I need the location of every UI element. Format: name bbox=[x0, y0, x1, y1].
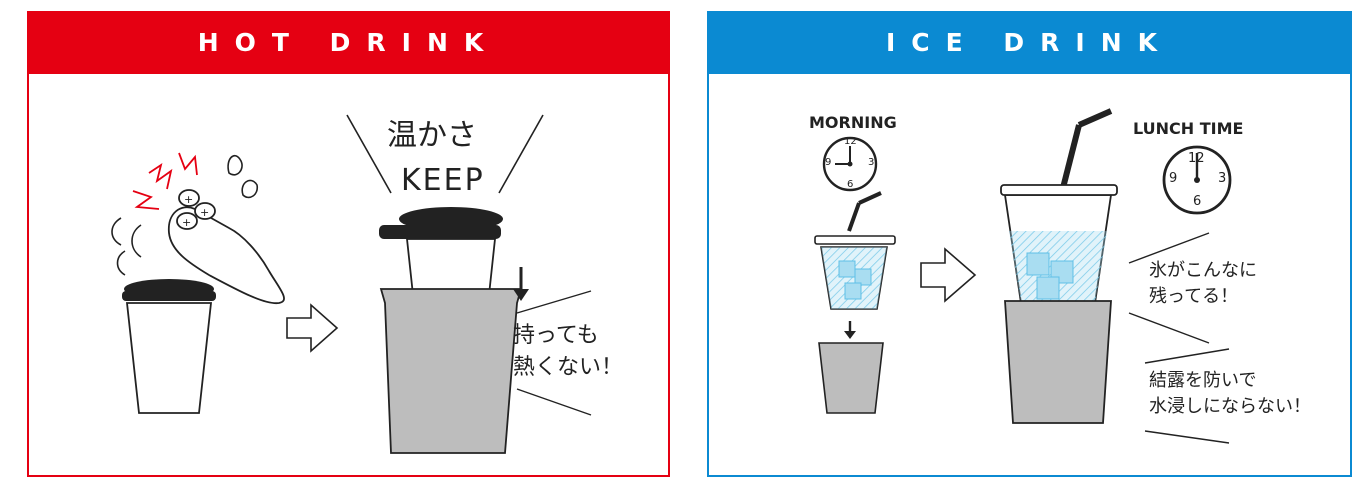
morning-clock-3: 3 bbox=[868, 157, 875, 168]
lunch-ice-cup-icon bbox=[1000, 108, 1118, 424]
keep-line-1: 温かさ bbox=[387, 118, 477, 153]
lunch-clock-12: 12 bbox=[1188, 151, 1205, 166]
keep-rays-icon bbox=[346, 114, 544, 194]
sweat-drop-icon bbox=[227, 155, 259, 199]
morning-label: MORNING bbox=[809, 113, 897, 132]
ice-drink-header: ICE DRINK bbox=[707, 11, 1352, 74]
hot-burst-icon bbox=[132, 152, 198, 210]
morning-sleeve-icon bbox=[818, 342, 884, 414]
keep-line-2: KEEP bbox=[401, 163, 485, 198]
condensation-line-1: 結露を防いで bbox=[1149, 370, 1257, 391]
condensation-line-2: 水浸しにならない！ bbox=[1149, 396, 1311, 417]
ice-arrow-right-icon bbox=[920, 247, 977, 303]
svg-text:+: + bbox=[184, 193, 193, 206]
steam-icon bbox=[111, 217, 142, 276]
hot-drink-header: HOT DRINK bbox=[27, 11, 670, 74]
morning-clock-6: 6 bbox=[847, 179, 854, 190]
morning-clock-12: 12 bbox=[844, 136, 857, 147]
svg-text:+: + bbox=[182, 216, 191, 229]
small-arrow-down-icon bbox=[844, 321, 856, 339]
ice-drink-illustration bbox=[814, 108, 1232, 444]
morning-clock-9: 9 bbox=[825, 157, 832, 168]
lunch-clock-9: 9 bbox=[1169, 171, 1178, 186]
ice-drink-panel: ICE DRINK bbox=[707, 11, 1352, 477]
ice-remains-line-2: 残ってる！ bbox=[1149, 286, 1239, 307]
hold-line-1: 持っても bbox=[513, 323, 599, 348]
morning-ice-cup-icon bbox=[814, 191, 896, 310]
morning-clock-icon bbox=[822, 136, 878, 192]
svg-text:+: + bbox=[200, 206, 209, 219]
hot-drink-panel: HOT DRINK + + + bbox=[27, 11, 670, 477]
arrow-right-icon bbox=[286, 303, 339, 353]
hot-cup-icon bbox=[122, 279, 216, 414]
hold-rays-icon bbox=[516, 290, 592, 416]
arrow-down-icon bbox=[513, 267, 529, 301]
lunch-clock-icon bbox=[1162, 145, 1232, 215]
hand-icon: + + + bbox=[168, 189, 285, 304]
hold-line-2: 熱くない！ bbox=[513, 355, 624, 380]
sleeve-cup-icon bbox=[379, 207, 523, 454]
lunch-clock-6: 6 bbox=[1193, 194, 1202, 209]
hot-drink-illustration: + + + bbox=[111, 114, 592, 454]
ice-remains-line-1: 氷がこんなに bbox=[1149, 260, 1257, 281]
lunch-clock-3: 3 bbox=[1218, 171, 1227, 186]
ice-rays-icon bbox=[1128, 232, 1230, 444]
lunch-time-label: LUNCH TIME bbox=[1133, 119, 1244, 138]
